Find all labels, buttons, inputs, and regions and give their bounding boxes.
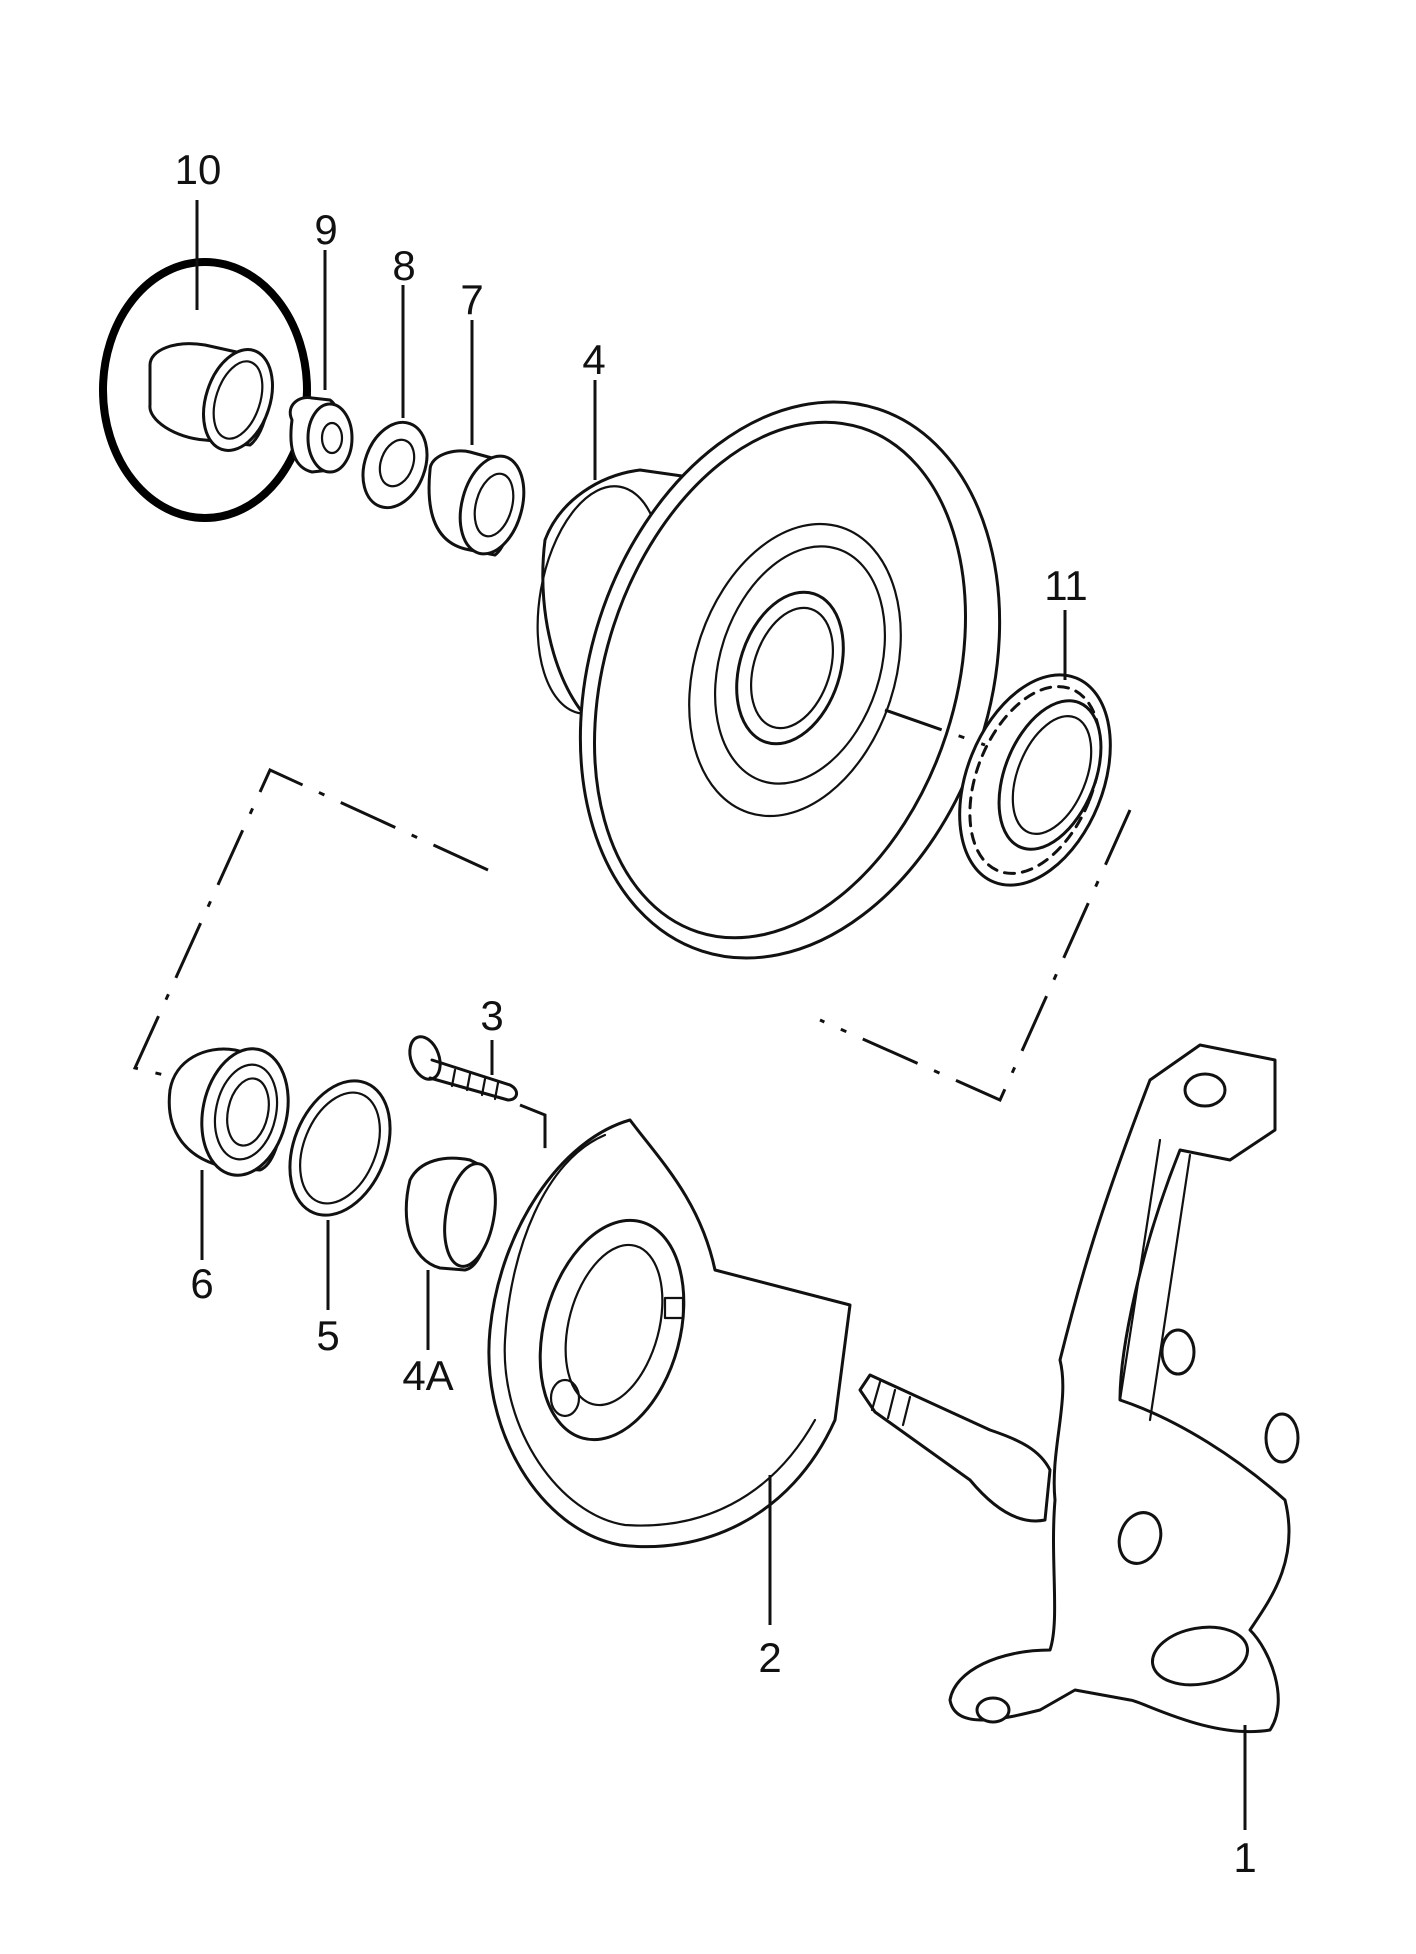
- callout-8: 8: [392, 242, 415, 289]
- part-6-bearing[interactable]: [167, 1041, 299, 1184]
- assembly-path-right-lower: [819, 809, 1132, 1102]
- callout-10: 10: [175, 146, 222, 193]
- callout-11: 11: [1044, 562, 1088, 609]
- callout-2: 2: [758, 1634, 781, 1681]
- part-1-steering-knuckle[interactable]: [858, 1043, 1300, 1733]
- part-5-seal-ring[interactable]: [271, 1066, 409, 1230]
- callout-1: 1: [1233, 1834, 1256, 1881]
- assembly-path-left: [132, 768, 489, 1082]
- callout-4a: 4A: [402, 1352, 453, 1399]
- callout-4: 4: [582, 336, 605, 383]
- callout-6: 6: [190, 1260, 213, 1307]
- assembly-path-right: [884, 708, 986, 747]
- part-4a-spacer[interactable]: [404, 1156, 502, 1272]
- callout-7: 7: [460, 276, 483, 323]
- part-7-bearing[interactable]: [427, 449, 534, 561]
- part-2-splash-shield[interactable]: [487, 1118, 852, 1549]
- part-9-nut[interactable]: [288, 395, 354, 474]
- highlight-circle-part-10: [99, 258, 311, 522]
- part-8-washer[interactable]: [352, 413, 438, 516]
- part-10-bearing-cap[interactable]: [148, 341, 285, 460]
- callout-9: 9: [314, 206, 337, 253]
- part-3-bolt[interactable]: [404, 1033, 518, 1102]
- part-11-sensor-ring[interactable]: [931, 653, 1140, 908]
- callout-5: 5: [316, 1312, 339, 1359]
- assembly-path-bolt: [519, 1103, 547, 1165]
- callout-3: 3: [480, 992, 503, 1039]
